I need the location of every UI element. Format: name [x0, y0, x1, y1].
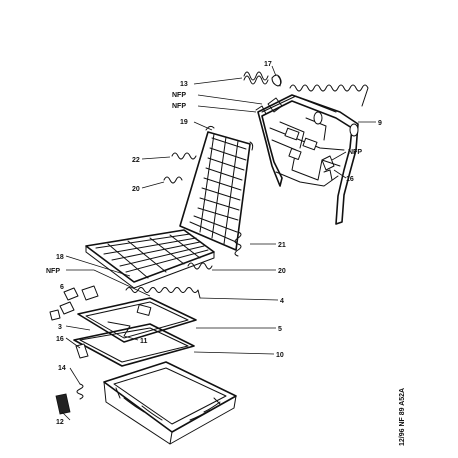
- label-16-top: 16: [346, 176, 354, 183]
- label-nfp-b: NFP: [172, 103, 186, 110]
- spring-13: [243, 71, 269, 85]
- label-13: 13: [180, 81, 188, 88]
- label-20-mid: 20: [278, 268, 286, 275]
- label-10: 10: [276, 352, 284, 359]
- label-nfp-c: NFP: [348, 149, 362, 156]
- label-18: 18: [56, 254, 64, 261]
- clips-6: [49, 285, 99, 321]
- drawing-code: 12/96 NF 89 A52A: [399, 388, 406, 446]
- label-nfp-a: NFP: [172, 92, 186, 99]
- label-nfp-d: NFP: [46, 268, 60, 275]
- label-20-top: 20: [132, 186, 140, 193]
- spring-22: [171, 152, 197, 160]
- label-12: 12: [56, 419, 64, 426]
- label-3: 3: [58, 324, 62, 331]
- spring-21: [234, 231, 242, 257]
- part-labels: 13 17 NFP NFP 9 19 NFP 22 16 20 21 18 20…: [46, 61, 382, 426]
- label-22: 22: [132, 157, 140, 164]
- spring-20-top: [163, 176, 183, 184]
- seat-back-frame: [255, 94, 359, 225]
- seat-back-grid: [179, 125, 254, 251]
- seat-tub: [103, 361, 237, 445]
- seat-panel-10: [73, 323, 195, 367]
- spring-20-mid: [187, 262, 213, 270]
- label-11: 11: [140, 338, 148, 345]
- label-17: 17: [264, 61, 272, 68]
- bracket-16-top: [321, 155, 335, 181]
- leader-lines: [61, 65, 376, 421]
- label-4: 4: [280, 298, 284, 305]
- label-19: 19: [180, 119, 188, 126]
- clip-17: [271, 74, 282, 87]
- spring-14: [76, 383, 84, 400]
- seat-base-grid: [85, 229, 215, 289]
- label-21: 21: [278, 242, 286, 249]
- spring-12: [55, 393, 71, 415]
- label-14: 14: [58, 365, 66, 372]
- label-6: 6: [60, 284, 64, 291]
- label-16-bot: 16: [56, 336, 64, 343]
- zigzag-spring-top: [289, 84, 369, 107]
- label-9: 9: [378, 120, 382, 127]
- label-5: 5: [278, 326, 282, 333]
- zigzag-spring-4: [125, 287, 201, 299]
